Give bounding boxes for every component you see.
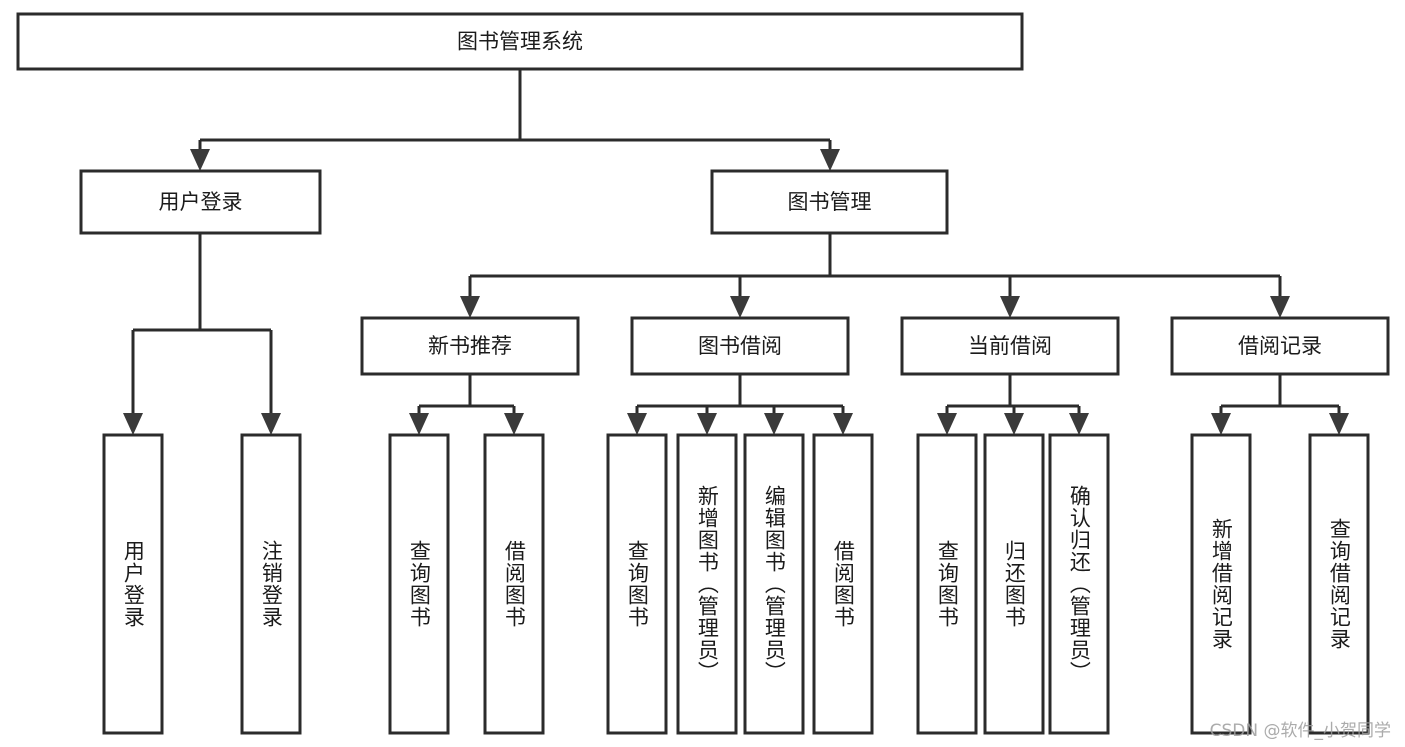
node-label-newbook: 新书推荐 — [428, 334, 512, 358]
node-box-login[interactable] — [79, 169, 322, 235]
node-box-borrow[interactable] — [630, 316, 850, 376]
arrow-head-icon — [833, 413, 853, 435]
node-box-l2[interactable] — [240, 433, 302, 735]
arrow-head-icon — [460, 296, 480, 318]
node-box-l12[interactable] — [1190, 433, 1252, 735]
arrow-head-icon — [261, 413, 281, 435]
arrow-head-icon — [764, 413, 784, 435]
connector-layer — [123, 69, 1349, 435]
node-box-l7[interactable] — [743, 433, 805, 735]
arrow-head-icon — [937, 413, 957, 435]
node-box-l13[interactable] — [1308, 433, 1370, 735]
node-box-l3[interactable] — [388, 433, 450, 735]
node-box-records[interactable] — [1170, 316, 1390, 376]
arrow-head-icon — [1004, 413, 1024, 435]
node-box-current[interactable] — [900, 316, 1120, 376]
arrow-head-icon — [123, 413, 143, 435]
arrow-head-icon — [504, 413, 524, 435]
arrow-head-icon — [190, 149, 210, 171]
arrow-head-icon — [697, 413, 717, 435]
node-box-newbook[interactable] — [360, 316, 580, 376]
node-label-current: 当前借阅 — [968, 334, 1052, 358]
node-box-l6[interactable] — [676, 433, 738, 735]
node-box-bookmgmt[interactable] — [710, 169, 949, 235]
node-box-l8[interactable] — [812, 433, 874, 735]
node-label-login: 用户登录 — [159, 190, 243, 214]
node-label-borrow: 图书借阅 — [698, 334, 782, 358]
arrow-head-icon — [1211, 413, 1231, 435]
arrow-head-icon — [820, 149, 840, 171]
node-box-l1[interactable] — [102, 433, 164, 735]
arrow-head-icon — [1069, 413, 1089, 435]
node-box-l10[interactable] — [983, 433, 1045, 735]
node-label-root: 图书管理系统 — [457, 30, 583, 54]
arrow-head-icon — [627, 413, 647, 435]
arrow-head-icon — [1270, 296, 1290, 318]
node-label-bookmgmt: 图书管理 — [788, 190, 872, 214]
arrow-head-icon — [730, 296, 750, 318]
node-box-l9[interactable] — [916, 433, 978, 735]
node-box-l11[interactable] — [1048, 433, 1110, 735]
node-box-l5[interactable] — [606, 433, 668, 735]
node-box-layer — [16, 12, 1390, 735]
arrow-head-icon — [409, 413, 429, 435]
node-box-l4[interactable] — [483, 433, 545, 735]
arrow-head-icon — [1329, 413, 1349, 435]
arrow-head-icon — [1000, 296, 1020, 318]
node-label-records: 借阅记录 — [1238, 334, 1322, 358]
node-box-root[interactable] — [16, 12, 1024, 71]
